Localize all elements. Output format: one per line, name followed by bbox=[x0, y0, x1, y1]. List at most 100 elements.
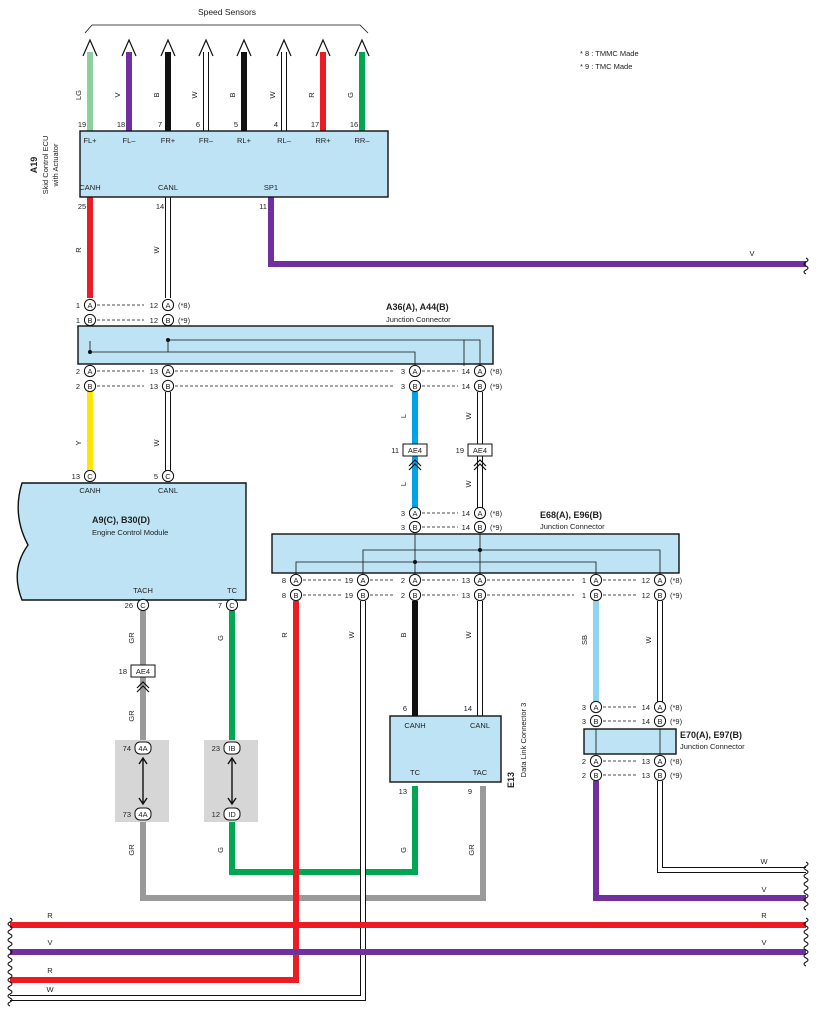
dlc-signal: TC bbox=[410, 768, 421, 777]
jc2-pin-letter: A bbox=[412, 509, 417, 518]
jc2-w-color: W bbox=[347, 631, 356, 639]
break-mark-icon bbox=[803, 257, 809, 275]
skid-ecu-signal: SP1 bbox=[264, 183, 278, 192]
jc1-note: (*8) bbox=[490, 367, 503, 376]
link-bottom bbox=[134, 807, 152, 821]
jc2-pin bbox=[408, 520, 422, 534]
jc2-pin: 19 bbox=[345, 576, 353, 585]
jc2-pin bbox=[408, 588, 422, 602]
wire-color-label: LG bbox=[74, 90, 83, 100]
link-code: 4A bbox=[138, 810, 147, 819]
jc1-pin: 3 bbox=[401, 382, 405, 391]
out-w-color: W bbox=[760, 857, 768, 866]
jc2-pin bbox=[356, 573, 370, 587]
ae4-pin: 18 bbox=[119, 667, 127, 676]
link-bottom bbox=[223, 807, 241, 821]
double-arrow-icon bbox=[138, 756, 148, 806]
pin-number: 7 bbox=[158, 120, 162, 129]
jc2-internal bbox=[295, 534, 661, 575]
bus-label-left: R bbox=[47, 966, 53, 975]
jc2-pin-letter: B bbox=[593, 591, 598, 600]
jc2-w-wire bbox=[10, 601, 366, 1001]
jc2-pin-letter: A bbox=[477, 576, 482, 585]
jc2-pin bbox=[653, 588, 667, 602]
ae4-connector bbox=[467, 443, 493, 457]
jc1-pin: 2 bbox=[76, 367, 80, 376]
jc1-pin-letter: B bbox=[477, 382, 482, 391]
jc1-pin bbox=[473, 379, 487, 393]
jc3-pin: 3 bbox=[582, 717, 586, 726]
ae4-connector bbox=[130, 664, 156, 678]
dlc-signal: CANH bbox=[404, 721, 425, 730]
jc2-pin: 12 bbox=[642, 591, 650, 600]
link-code: 4A bbox=[138, 744, 147, 753]
jc1-pin: 2 bbox=[76, 382, 80, 391]
ecm-pin-circle bbox=[136, 598, 150, 612]
arrow-up-icon bbox=[160, 38, 176, 57]
jc1-pin-letter: A bbox=[87, 367, 92, 376]
canl-color: W bbox=[152, 246, 161, 254]
jc1-pin: 12 bbox=[150, 316, 158, 325]
skid-control-ecu-box bbox=[79, 130, 389, 198]
wire-color-label: B bbox=[152, 92, 161, 97]
jc2-pin: 2 bbox=[401, 591, 405, 600]
arrow-up-icon bbox=[236, 38, 252, 57]
jc3-code: E70(A), E97(B) bbox=[680, 730, 742, 740]
jc1-pin: 13 bbox=[150, 367, 158, 376]
jc2-pin: 13 bbox=[462, 591, 470, 600]
signal-label: RL+ bbox=[237, 136, 252, 145]
jc1-pin-letter: B bbox=[165, 382, 170, 391]
jc1-pin-right-letter: B bbox=[165, 316, 170, 325]
l-color: L bbox=[399, 414, 408, 418]
engine-control-module-box bbox=[16, 482, 247, 601]
dlc-pin: 14 bbox=[464, 704, 472, 713]
arrow-up-icon bbox=[315, 38, 331, 57]
jc1-note: (*9) bbox=[178, 316, 191, 325]
l-color: L bbox=[399, 482, 408, 486]
arrow-up-icon bbox=[198, 38, 214, 57]
jc1-pin-left bbox=[83, 298, 97, 312]
jc2-pin: 14 bbox=[462, 523, 470, 532]
note-tmmc: * 8 : TMMC Made bbox=[580, 49, 639, 58]
ecm-pin-circle-letter: C bbox=[87, 472, 93, 481]
jc2-pin-letter: B bbox=[657, 591, 662, 600]
speed-sensors-title: Speed Sensors bbox=[198, 7, 256, 17]
pin-number: 4 bbox=[274, 120, 278, 129]
jc1-pin-letter: A bbox=[412, 367, 417, 376]
jc2-pin bbox=[289, 573, 303, 587]
ae4-pin: 19 bbox=[456, 446, 464, 455]
signal-label: FL– bbox=[123, 136, 137, 145]
chevron-up-icon bbox=[473, 459, 487, 471]
jc2-pin bbox=[473, 588, 487, 602]
jc1-pin bbox=[408, 379, 422, 393]
jc2-pin: 19 bbox=[345, 591, 353, 600]
ecm-canl-color: W bbox=[152, 439, 161, 447]
jc1-note: (*9) bbox=[490, 382, 503, 391]
pin-number: 18 bbox=[117, 120, 125, 129]
ae4-label: AE4 bbox=[408, 446, 422, 455]
junction-connector-1-box bbox=[77, 325, 494, 365]
jc2-pin: 1 bbox=[582, 576, 586, 585]
pin-number: 17 bbox=[311, 120, 319, 129]
ecm-name: Engine Control Module bbox=[92, 528, 168, 537]
junction-connector-2-box bbox=[271, 533, 680, 574]
jc3-pin: 13 bbox=[642, 757, 650, 766]
ecm-signal: TACH bbox=[133, 586, 153, 595]
ecm-code: A9(C), B30(D) bbox=[92, 515, 150, 525]
jc3-pin: 14 bbox=[642, 717, 650, 726]
jc3-internal bbox=[595, 729, 661, 754]
tc-color: G bbox=[216, 635, 225, 641]
ecm-pin: 7 bbox=[218, 601, 222, 610]
w-color: W bbox=[464, 412, 473, 420]
jc2-pin-letter: B bbox=[477, 523, 482, 532]
dlc-pin: 6 bbox=[403, 704, 407, 713]
jc3-pin: 13 bbox=[642, 771, 650, 780]
ae4-label: AE4 bbox=[473, 446, 487, 455]
ecm-pin: 5 bbox=[154, 472, 158, 481]
canh-color: R bbox=[74, 247, 83, 253]
skid-ecu-signal: CANL bbox=[158, 183, 178, 192]
skid-ecu-signal: CANH bbox=[79, 183, 100, 192]
jc3-pin: 2 bbox=[582, 757, 586, 766]
ae4-connector bbox=[402, 443, 428, 457]
